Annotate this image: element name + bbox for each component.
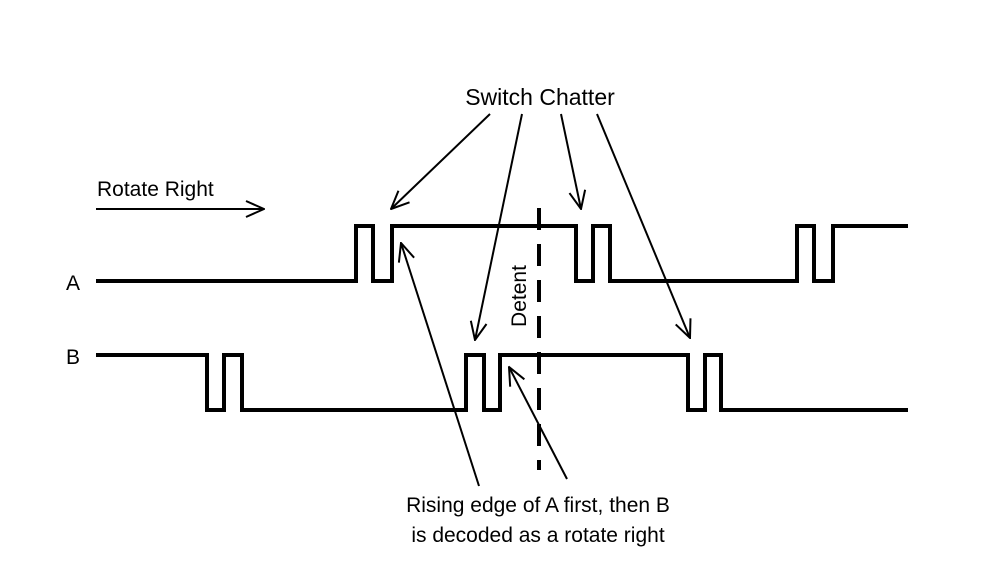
rising-edge-b-arrow [509, 367, 568, 480]
chatter-arrow-a1 [391, 113, 491, 209]
rising-edge-a-arrow [401, 243, 480, 487]
detent-label: Detent [508, 265, 531, 327]
chatter-arrow-b2 [475, 113, 523, 340]
caption-line-2: is decoded as a rotate right [411, 524, 664, 547]
signal-b-waveform [96, 353, 908, 412]
caption-line-1: Rising edge of A first, then B [406, 494, 670, 517]
chatter-arrow-b3 [596, 113, 690, 338]
signal-a-label: A [66, 272, 80, 295]
chatter-arrow-a2 [560, 113, 581, 209]
switch-chatter-label: Switch Chatter [465, 84, 615, 110]
signal-a-waveform [96, 224, 908, 283]
rotate-right-label: Rotate Right [97, 178, 214, 201]
signal-b-label: B [66, 346, 80, 369]
